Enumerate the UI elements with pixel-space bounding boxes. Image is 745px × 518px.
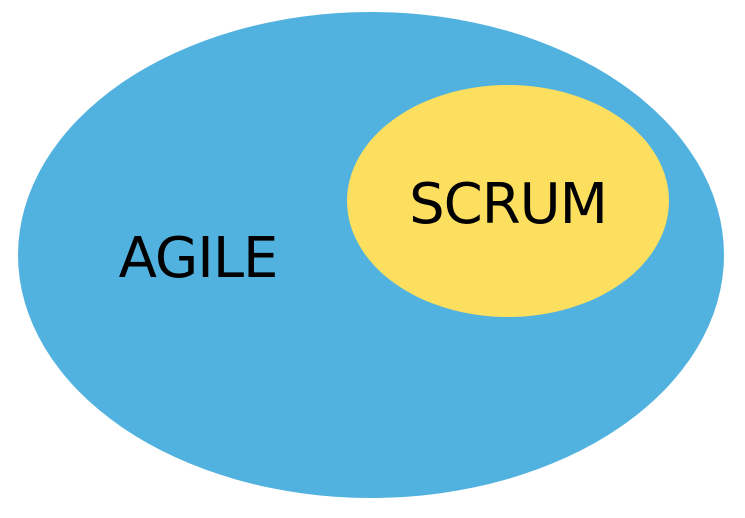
scrum-label: SCRUM	[409, 172, 607, 237]
scrum-set-ellipse	[347, 85, 669, 317]
agile-label: AGILE	[119, 226, 278, 291]
